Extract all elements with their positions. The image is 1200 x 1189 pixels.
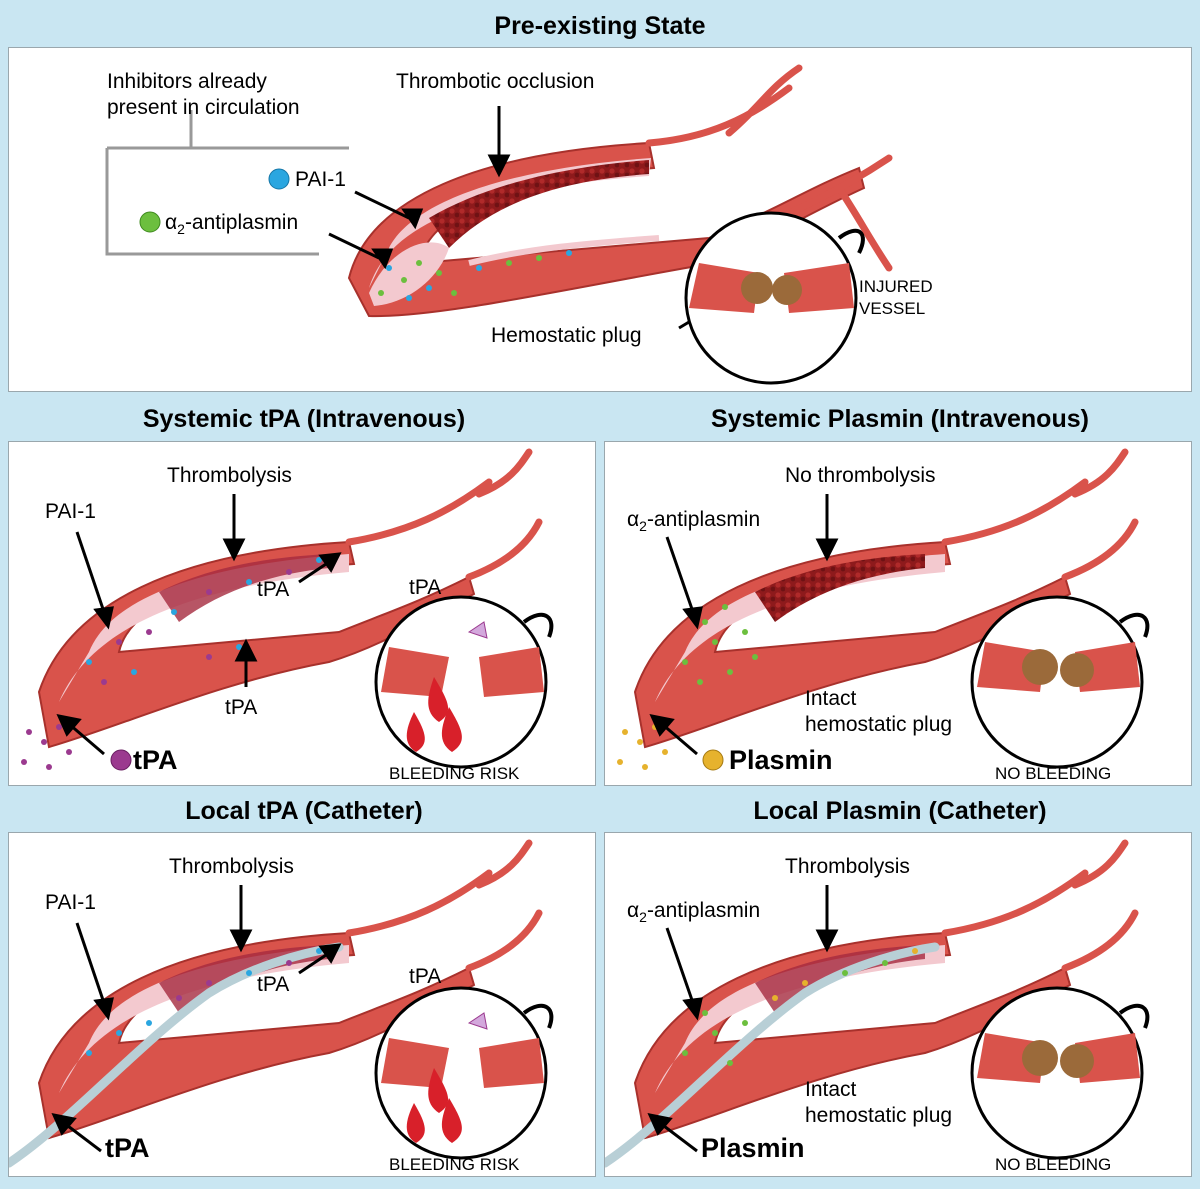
thrombolysis-label: Thrombolysis [785, 855, 910, 878]
injured-label-line1: INJURED [859, 277, 933, 296]
risk-label: NO BLEEDING [995, 764, 1111, 783]
agent-label: tPA [105, 1133, 150, 1163]
title-local-tpa: Local tPA (Catheter) [185, 797, 423, 825]
plug-label: Hemostatic plug [491, 324, 642, 347]
antiplasmin-label: α2-antiplasmin [627, 899, 760, 925]
panel-local-plasmin: Thrombolysis α2-antiplasmin Intact hemos… [604, 832, 1192, 1177]
panel-pre-existing: Inhibitors already present in circulatio… [8, 47, 1192, 392]
no-thrombolysis-label: No thrombolysis [785, 464, 936, 487]
antiplasmin-label: α2-antiplasmin [165, 211, 298, 237]
inhibitors-bracket [105, 110, 349, 256]
intact-label-line2: hemostatic plug [805, 713, 952, 736]
plasmin-legend-dot [702, 749, 724, 771]
tpa-inset-label: tPA [409, 965, 441, 988]
antiplasmin-and-plasmin-dots [617, 604, 758, 770]
pai1-legend-dot [268, 168, 290, 190]
antiplasmin-label: α2-antiplasmin [627, 508, 760, 534]
risk-label: NO BLEEDING [995, 1155, 1111, 1174]
panel-systemic-tpa: Thrombolysis PAI-1 tPA tPA tPA tPA BLEED… [8, 441, 596, 786]
systemic-tpa-illustration: Thrombolysis PAI-1 tPA tPA tPA tPA BLEED… [21, 448, 554, 783]
systemic-plasmin-illustration: No thrombolysis α2-antiplasmin Intact he… [617, 448, 1150, 783]
agent-label: Plasmin [701, 1133, 805, 1163]
occlusion-label: Thrombotic occlusion [396, 70, 594, 93]
risk-label: BLEEDING RISK [389, 764, 520, 783]
injured-label-line2: VESSEL [859, 299, 925, 318]
intact-label-line1: Intact [805, 687, 857, 710]
injured-vessel-inset [684, 211, 865, 385]
local-plasmin-illustration: Thrombolysis α2-antiplasmin Intact hemos… [605, 839, 1150, 1174]
title-pre-existing: Pre-existing State [494, 12, 706, 40]
antiplasmin-legend-dot [139, 211, 161, 233]
pai1-label: PAI-1 [45, 500, 96, 523]
tpa-upper-label: tPA [257, 578, 289, 601]
risk-label: BLEEDING RISK [389, 1155, 520, 1174]
title-systemic-tpa: Systemic tPA (Intravenous) [142, 405, 466, 433]
agent-label: Plasmin [729, 745, 833, 775]
antiplasmin-and-plasmin-dots [682, 948, 918, 1066]
bleeding-inset [374, 595, 554, 769]
thrombolysis-label: Thrombolysis [167, 464, 292, 487]
tpa-and-pai1-dots [21, 557, 322, 770]
inhibitors-label-line2: present in circulation [107, 96, 300, 119]
intact-label-line2: hemostatic plug [805, 1104, 952, 1127]
title-local-plasmin: Local Plasmin (Catheter) [753, 797, 1047, 825]
intact-label-line1: Intact [805, 1078, 857, 1101]
panel-systemic-plasmin: No thrombolysis α2-antiplasmin Intact he… [604, 441, 1192, 786]
title-systemic-plasmin: Systemic Plasmin (Intravenous) [711, 405, 1089, 433]
tpa-legend-dot [110, 749, 132, 771]
tpa-lower-label: tPA [225, 696, 257, 719]
inhibitor-dots [378, 250, 572, 301]
vessel-occluded [633, 448, 1139, 749]
intact-plug-inset [970, 595, 1150, 769]
tpa-inset-label: tPA [409, 576, 441, 599]
panel-local-tpa: Thrombolysis PAI-1 tPA tPA tPA BLEEDING … [8, 832, 596, 1177]
pai1-label: PAI-1 [45, 891, 96, 914]
vessel-occluded [347, 64, 893, 318]
pre-existing-illustration: Inhibitors already present in circulatio… [105, 64, 933, 385]
inhibitors-label-line1: Inhibitors already [107, 70, 267, 93]
tpa-and-pai1-dots [86, 948, 322, 1056]
pai1-label: PAI-1 [295, 168, 346, 191]
thrombolysis-label: Thrombolysis [169, 855, 294, 878]
agent-label: tPA [133, 745, 178, 775]
local-tpa-illustration: Thrombolysis PAI-1 tPA tPA tPA BLEEDING … [9, 839, 554, 1174]
tpa-upper-label: tPA [257, 973, 289, 996]
bleeding-inset [374, 986, 554, 1160]
intact-plug-inset [970, 986, 1150, 1160]
